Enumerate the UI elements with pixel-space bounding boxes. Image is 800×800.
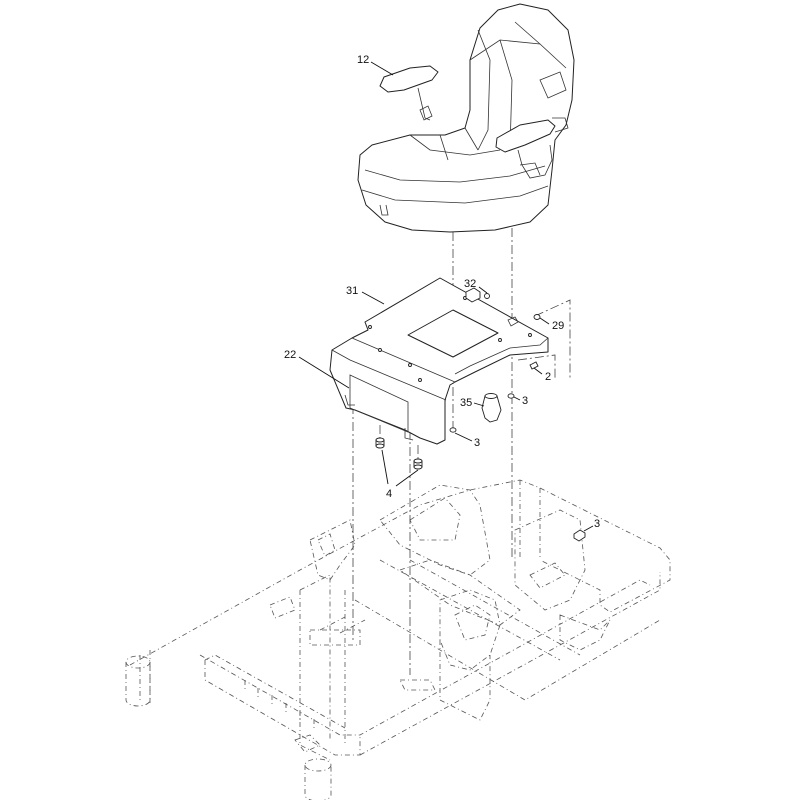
washer-3-right bbox=[507, 393, 515, 399]
callout-seat: 12 bbox=[357, 54, 369, 66]
callout-pin: 2 bbox=[545, 371, 551, 383]
frame-phantom bbox=[125, 479, 671, 800]
bumper-35 bbox=[481, 395, 502, 423]
callout-bumper: 35 bbox=[460, 397, 472, 409]
callout-seat-plate: 31 bbox=[346, 285, 358, 297]
seat-plate bbox=[329, 277, 549, 445]
nut-32b bbox=[484, 293, 490, 299]
callout-washer-mid: 3 bbox=[474, 437, 480, 449]
nut-29 bbox=[533, 314, 541, 320]
washer-3-frame bbox=[573, 529, 586, 542]
pin-2 bbox=[529, 361, 539, 370]
callout-seat-pan: 22 bbox=[284, 349, 296, 361]
hardware bbox=[375, 287, 586, 542]
callout-spacers: 4 bbox=[386, 488, 392, 500]
callout-washer-right: 3 bbox=[522, 395, 528, 407]
callout-labels: 12 31 32 29 22 2 35 3 3 4 3 bbox=[284, 54, 600, 530]
seat bbox=[357, 3, 575, 233]
callout-washer-frame: 3 bbox=[594, 518, 600, 530]
bumper-35-cap bbox=[484, 393, 498, 399]
callout-nut-top: 32 bbox=[464, 278, 476, 290]
nut-32 bbox=[465, 287, 481, 303]
leader-lines bbox=[298, 61, 594, 532]
washer-3-mid bbox=[449, 427, 457, 433]
callout-nut-right: 29 bbox=[552, 320, 564, 332]
